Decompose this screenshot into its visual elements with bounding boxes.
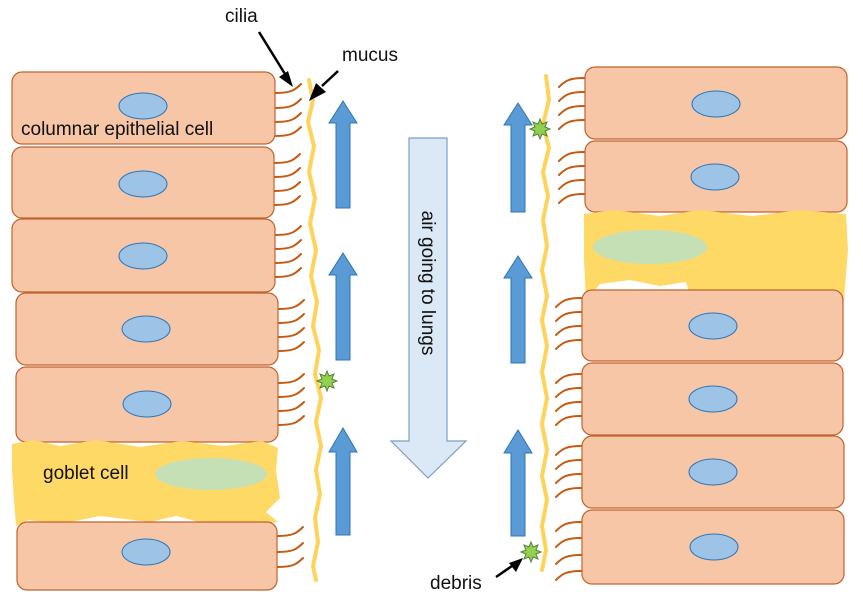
- cilia-pointer-arrowhead: [279, 71, 293, 87]
- mucus-layer-right: [540, 74, 551, 572]
- mucus-flow-arrow-icon: [503, 102, 533, 213]
- cell-nucleus: [118, 242, 168, 270]
- mucus-flow-arrow-icon: [328, 427, 358, 536]
- cell-nucleus: [691, 90, 741, 118]
- debris-particle-icon: [519, 540, 543, 564]
- cell-nucleus: [688, 312, 738, 340]
- left-epithelium: [11, 71, 280, 591]
- cell-nucleus: [118, 92, 168, 120]
- goblet-cell-nucleus: [155, 458, 267, 490]
- cell-nucleus: [122, 390, 172, 418]
- pointer-arrows: [257, 31, 523, 579]
- cell-nucleus: [118, 170, 168, 198]
- mucus-layer-left: [306, 78, 323, 582]
- left-cilia: [274, 83, 305, 568]
- airflow-arrow-icon: [389, 137, 468, 479]
- debris-particle-icon: [315, 369, 339, 393]
- debris-particle-icon: [528, 117, 552, 141]
- debris-pointer-arrowhead: [509, 558, 523, 572]
- goblet-cell-nucleus: [593, 230, 707, 264]
- mucus-flow-arrow-icon: [328, 100, 358, 209]
- mucus-flow-arrow-icon: [503, 255, 533, 364]
- cilia-label: cilia: [225, 6, 258, 27]
- mucus-flow-arrow-icon: [328, 252, 358, 361]
- right-epithelium: [581, 66, 848, 585]
- cell-nucleus: [688, 385, 738, 413]
- mucus-flow-arrows: [328, 100, 533, 537]
- columnar-cell-label: columnar epithelial cell: [21, 119, 213, 140]
- cell-nucleus: [121, 538, 171, 566]
- goblet-cell-label: goblet cell: [43, 463, 129, 484]
- debris-particles: [315, 117, 552, 564]
- right-cilia: [555, 77, 585, 581]
- mucus-flow-arrow-icon: [503, 429, 533, 537]
- debris-label: debris: [430, 573, 482, 594]
- mucus-label: mucus: [342, 45, 398, 66]
- cell-nucleus: [690, 163, 740, 191]
- airflow-label: air going to lungs: [417, 211, 438, 356]
- mucus-pointer-arrowhead: [309, 83, 326, 101]
- cell-nucleus: [121, 315, 171, 343]
- cell-nucleus: [688, 458, 738, 486]
- cell-nucleus: [689, 533, 739, 561]
